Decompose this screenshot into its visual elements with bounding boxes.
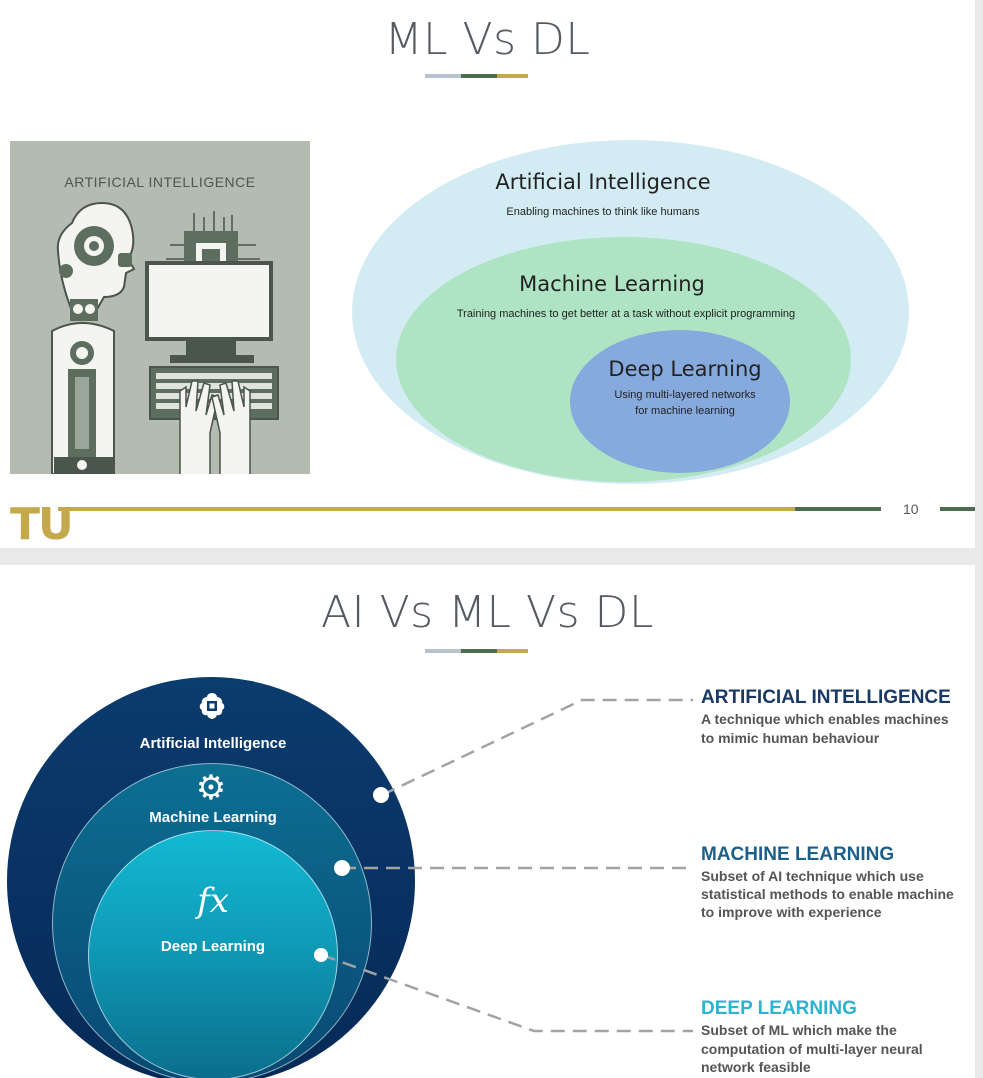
dl-title: Deep Learning — [608, 357, 762, 381]
gear-icon: ⚙ — [195, 768, 227, 808]
slide-ai-vs-ml-vs-dl: AI Vs ML Vs DL Artificial Intelligence ⚙… — [0, 565, 975, 1078]
fx-function-icon: fx — [197, 881, 229, 921]
dl-ellipse — [570, 330, 790, 473]
ml-desc-line2: statistical methods to enable machine — [701, 886, 954, 902]
dl-desc-line3: network feasible — [701, 1059, 811, 1075]
footer-gold-line — [58, 507, 795, 511]
ml-desc-line1: Subset of AI technique which use — [701, 868, 924, 884]
ai-illustration: ARTIFICIAL INTELLIGENCE — [10, 141, 310, 474]
dl-desc-line2: computation of multi-layer neural — [701, 1041, 923, 1057]
ai-heading: ARTIFICIAL INTELLIGENCE — [701, 687, 951, 708]
slide-title: ML Vs DL — [384, 14, 591, 65]
robot-computer-icon — [51, 201, 279, 474]
title-underline — [425, 649, 528, 653]
dl-desc-line1: Subset of ML which make the — [701, 1022, 897, 1038]
ml-title: Machine Learning — [519, 272, 705, 296]
ai-description: Enabling machines to think like humans — [506, 206, 700, 218]
ml-circle-label: Machine Learning — [149, 809, 277, 826]
illustration-label: ARTIFICIAL INTELLIGENCE — [64, 174, 256, 190]
footer-green-line — [795, 507, 881, 511]
ml-desc-line3: to improve with experience — [701, 904, 882, 920]
connector-lines — [314, 698, 693, 1033]
page-number: 10 — [903, 501, 919, 517]
title-underline — [425, 74, 528, 78]
dl-circle — [88, 830, 338, 1078]
slide-title: AI Vs ML Vs DL — [321, 587, 654, 638]
ai-desc-line1: A technique which enables machines — [701, 711, 949, 727]
dl-description-line1: Using multi-layered networks — [614, 389, 756, 401]
dl-description-line2: for machine learning — [635, 405, 735, 417]
ai-desc-line2: to mimic human behaviour — [701, 730, 880, 746]
ai-circle-label: Artificial Intelligence — [139, 735, 287, 752]
dl-heading: DEEP LEARNING — [701, 998, 857, 1019]
brain-chip-icon — [199, 693, 225, 719]
venn-diagram: Artificial Intelligence Enabling machine… — [352, 140, 909, 484]
ml-description: Training machines to get better at a tas… — [456, 308, 796, 320]
dl-circle-label: Deep Learning — [160, 938, 266, 955]
ai-title: Artificial Intelligence — [495, 170, 711, 194]
ml-heading: MACHINE LEARNING — [701, 844, 895, 865]
footer-green-line-end — [940, 507, 975, 511]
tu-logo: TU — [10, 499, 74, 548]
slide-ml-vs-dl: ML Vs DL ARTIFICIAL INTELLIGENCE — [0, 0, 975, 548]
